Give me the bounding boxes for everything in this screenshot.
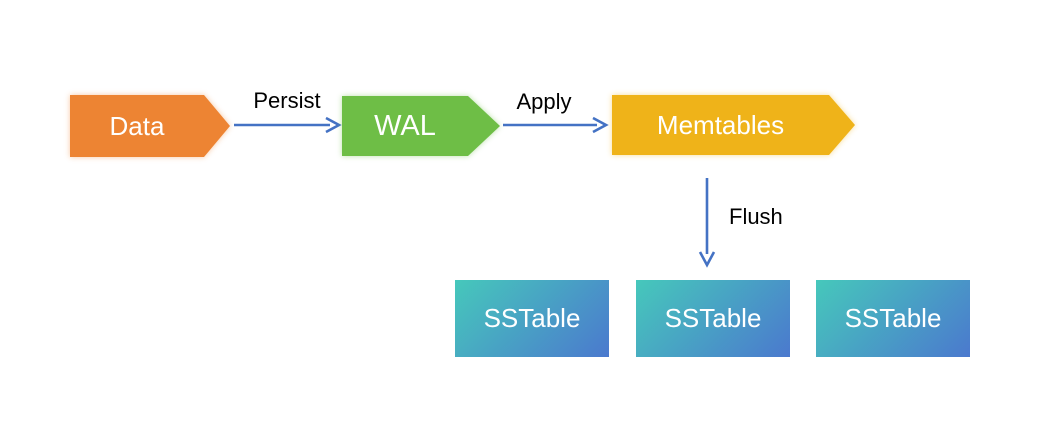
sstable-3-label: SSTable bbox=[844, 303, 942, 333]
flush-arrow bbox=[698, 178, 716, 268]
data-label: Data bbox=[109, 110, 165, 141]
persist-arrow bbox=[234, 116, 342, 134]
wal-pentagon-shape: WAL bbox=[342, 96, 500, 156]
sstable-1-label: SSTable bbox=[483, 303, 581, 333]
apply-arrow bbox=[503, 116, 609, 134]
data-pentagon-shape: Data bbox=[70, 95, 230, 157]
apply-edge-label: Apply bbox=[516, 89, 572, 114]
node-sstable-3: SSTable bbox=[816, 280, 970, 357]
wal-label: WAL bbox=[374, 109, 436, 142]
node-data: Data bbox=[70, 95, 230, 157]
memtables-label: Memtables bbox=[656, 109, 785, 140]
sstable-2-label: SSTable bbox=[664, 303, 762, 333]
flush-edge-label: Flush bbox=[729, 204, 783, 229]
node-wal: WAL bbox=[342, 96, 500, 156]
node-memtables: Memtables bbox=[612, 95, 855, 155]
memtables-pentagon-shape: Memtables bbox=[612, 95, 855, 155]
persist-edge-label: Persist bbox=[253, 88, 321, 113]
node-sstable-2: SSTable bbox=[636, 280, 790, 357]
node-sstable-1: SSTable bbox=[455, 280, 609, 357]
